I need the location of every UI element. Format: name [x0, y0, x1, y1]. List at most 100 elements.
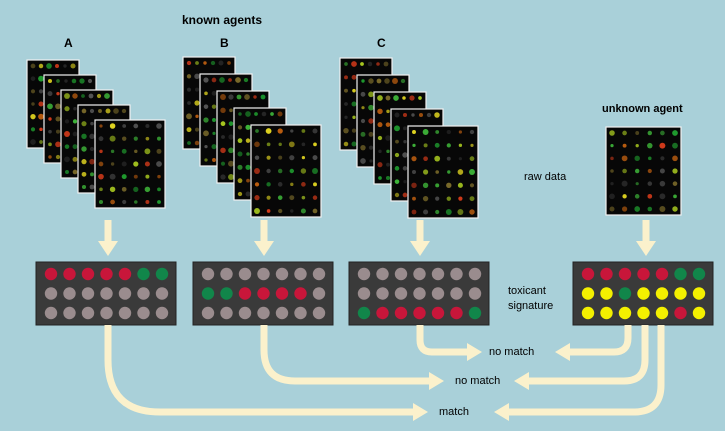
- array-spot: [435, 170, 440, 174]
- array-spot: [254, 112, 258, 116]
- signature-dot-grey: [357, 267, 371, 281]
- array-spot: [72, 144, 78, 150]
- array-spot: [469, 196, 475, 202]
- array-spot: [435, 209, 440, 215]
- signature-dot-grey: [220, 267, 233, 281]
- arrow-unknown-to-result2: [514, 325, 649, 390]
- array-spot: [81, 184, 87, 190]
- array-spot: [376, 78, 382, 84]
- array-spot: [344, 102, 348, 106]
- array-spot: [55, 116, 61, 122]
- array-spot: [352, 88, 356, 93]
- array-spot: [245, 124, 251, 130]
- signature-dot-grey: [137, 306, 150, 320]
- array-spot: [237, 151, 243, 157]
- array-spot: [38, 89, 44, 94]
- signature-dot-yellow: [581, 287, 595, 300]
- array-spot: [402, 192, 408, 198]
- array-spot: [204, 145, 208, 149]
- arrow-unknown-to-result1-head: [555, 343, 570, 361]
- array-spot: [104, 93, 110, 99]
- array-spot: [157, 200, 161, 204]
- signature-dot-yellow: [692, 287, 706, 300]
- array-spot: [133, 136, 138, 141]
- array-spot: [277, 111, 283, 117]
- array-spot: [301, 156, 306, 160]
- signature-dot-red: [275, 287, 289, 300]
- array-spot: [64, 131, 70, 137]
- array-spot: [312, 155, 318, 161]
- signature-dot-red: [450, 306, 463, 320]
- array-spot: [266, 182, 271, 187]
- array-spot: [133, 174, 138, 179]
- array-spot: [186, 127, 192, 133]
- signature-dot-grey: [294, 267, 307, 281]
- array-spot: [672, 206, 678, 212]
- array-spot: [245, 191, 251, 197]
- array-spot: [89, 133, 95, 140]
- array-spot: [344, 115, 348, 119]
- array-spot: [30, 63, 36, 69]
- array-spot: [121, 148, 127, 154]
- signature-dot-red: [394, 306, 408, 320]
- array-spot: [110, 149, 115, 154]
- array-spot: [313, 182, 317, 187]
- array-spot: [194, 140, 200, 146]
- signature-dot-red: [674, 306, 687, 320]
- signature-dot-red: [376, 306, 389, 320]
- array-spot: [312, 195, 318, 200]
- array-spot: [361, 106, 365, 110]
- array-spot: [446, 156, 451, 161]
- array-spot: [368, 78, 374, 84]
- array-spot: [457, 182, 463, 188]
- array-spot: [301, 182, 306, 187]
- array-spot: [194, 100, 200, 106]
- array-spot: [220, 174, 226, 180]
- stack-b-image: [250, 124, 322, 218]
- stack-c-image-frame: [407, 125, 479, 219]
- signature-dot-red: [81, 267, 95, 281]
- array-spot: [447, 170, 451, 174]
- signature-dot-red: [118, 267, 132, 281]
- signature-dot-yellow: [637, 306, 650, 320]
- signature-dot-grey: [312, 306, 326, 320]
- array-spot: [312, 128, 318, 134]
- array-spot: [622, 194, 627, 199]
- array-spot: [113, 108, 119, 114]
- arrow-unknown-to-result3: [494, 325, 665, 421]
- array-spot: [31, 102, 35, 106]
- signature-dot-grey: [220, 306, 233, 320]
- array-spot: [610, 156, 614, 161]
- array-spot: [254, 195, 260, 201]
- arrow-down-c: [410, 220, 430, 256]
- array-spot: [647, 181, 653, 186]
- array-spot: [351, 74, 357, 80]
- array-spot: [235, 77, 241, 83]
- signature-dot-red: [238, 287, 252, 300]
- array-spot: [210, 60, 216, 66]
- array-spot: [81, 146, 87, 152]
- array-spot: [194, 73, 200, 80]
- array-spot: [394, 112, 400, 118]
- array-spot: [220, 161, 226, 166]
- array-spot: [237, 164, 243, 170]
- array-spot: [290, 129, 294, 133]
- array-spot: [609, 130, 615, 136]
- signature-dot-green: [692, 267, 706, 281]
- array-spot: [672, 181, 678, 186]
- array-spot: [634, 155, 640, 162]
- array-spot: [409, 95, 415, 101]
- signature-dot-green: [357, 306, 371, 320]
- arrow-unknown-to-result2-line: [529, 325, 649, 385]
- array-spot: [64, 156, 70, 163]
- array-spot: [301, 142, 306, 147]
- signature-dot-grey: [357, 287, 371, 300]
- array-spot: [278, 155, 283, 160]
- array-spot: [203, 130, 209, 137]
- signature-label: signature: [508, 300, 554, 312]
- array-spot: [81, 121, 87, 127]
- array-spot: [469, 169, 475, 175]
- array-spot: [384, 78, 390, 84]
- signature-dot-green: [220, 287, 233, 300]
